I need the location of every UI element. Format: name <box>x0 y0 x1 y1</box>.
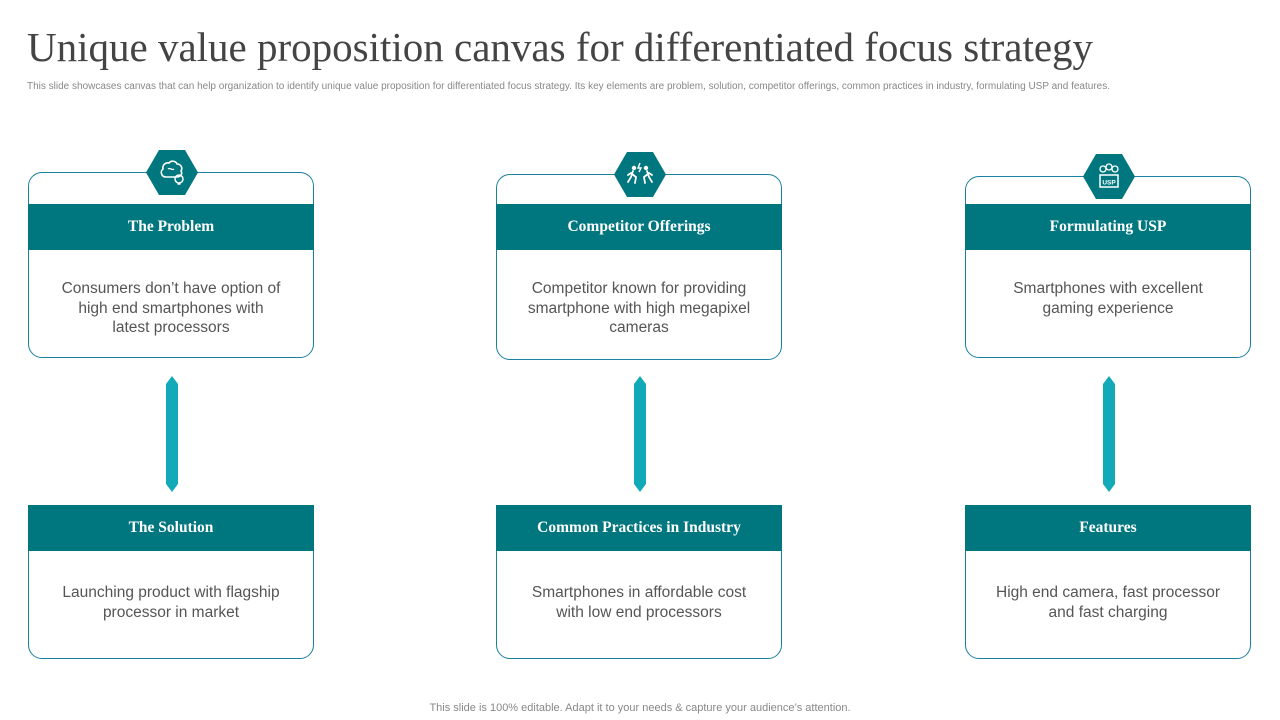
usp-icon-label: USP <box>1102 179 1116 186</box>
features-card: Features High end camera, fast processor… <box>965 505 1251 659</box>
problem-heading: The Problem <box>28 204 314 250</box>
competitor-practices-connector <box>634 376 646 492</box>
slide-subtitle: This slide showcases canvas that can hel… <box>27 81 1110 92</box>
usp-card: Formulating USP Smartphones with excelle… <box>965 176 1251 358</box>
practices-heading: Common Practices in Industry <box>496 505 782 551</box>
competition-runners-icon <box>614 152 666 197</box>
problem-card: The Problem Consumers don’t have option … <box>28 172 314 358</box>
usp-text: Smartphones with excellent gaming experi… <box>1013 280 1203 317</box>
solution-card: The Solution Launching product with flag… <box>28 505 314 659</box>
slide-title: Unique value proposition canvas for diff… <box>27 24 1094 70</box>
brain-idea-icon <box>146 150 198 195</box>
problem-solution-connector <box>166 376 178 492</box>
problem-text: Consumers don’t have option of high end … <box>61 280 281 336</box>
features-text: High end camera, fast processor and fast… <box>996 584 1220 621</box>
slide-footer: This slide is 100% editable. Adapt it to… <box>429 702 851 714</box>
solution-text: Launching product with flagship processo… <box>62 584 280 621</box>
competitor-heading: Competitor Offerings <box>496 204 782 250</box>
solution-heading: The Solution <box>28 505 314 551</box>
usp-heading: Formulating USP <box>965 204 1251 250</box>
competitor-card: Competitor Offerings Competitor known fo… <box>496 174 782 360</box>
practices-card: Common Practices in Industry Smartphones… <box>496 505 782 659</box>
features-heading: Features <box>965 505 1251 551</box>
usp-features-connector <box>1103 376 1115 492</box>
competitor-text: Competitor known for providing smartphon… <box>527 280 751 336</box>
practices-text: Smartphones in affordable cost with low … <box>531 584 747 621</box>
